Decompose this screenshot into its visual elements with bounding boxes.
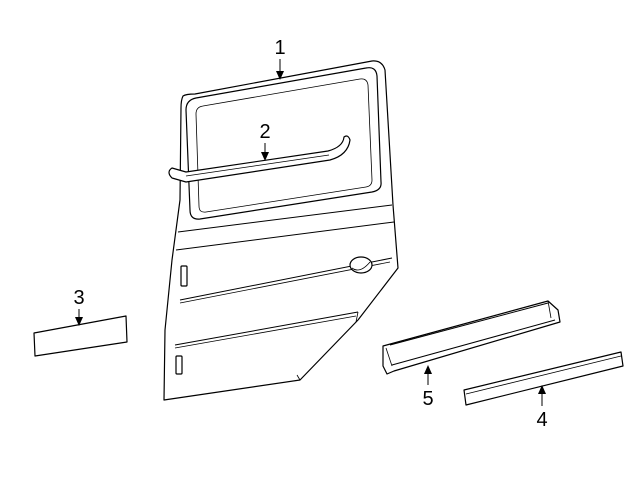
- lower-molding: [463, 351, 624, 406]
- callout-label-2: 2: [259, 121, 270, 143]
- callout-1: 1: [274, 37, 286, 80]
- rocker-molding: [382, 300, 561, 375]
- side-molding: [33, 315, 128, 357]
- callout-label-1: 1: [274, 37, 285, 59]
- callout-5: 5: [422, 365, 434, 410]
- window-channel: [168, 135, 351, 183]
- callout-3: 3: [73, 287, 85, 326]
- door-shell: [163, 60, 399, 401]
- callout-label-3: 3: [73, 287, 84, 309]
- callout-label-5: 5: [422, 388, 433, 410]
- callout-2: 2: [259, 121, 271, 161]
- callout-label-4: 4: [536, 409, 547, 431]
- callout-4: 4: [536, 385, 548, 431]
